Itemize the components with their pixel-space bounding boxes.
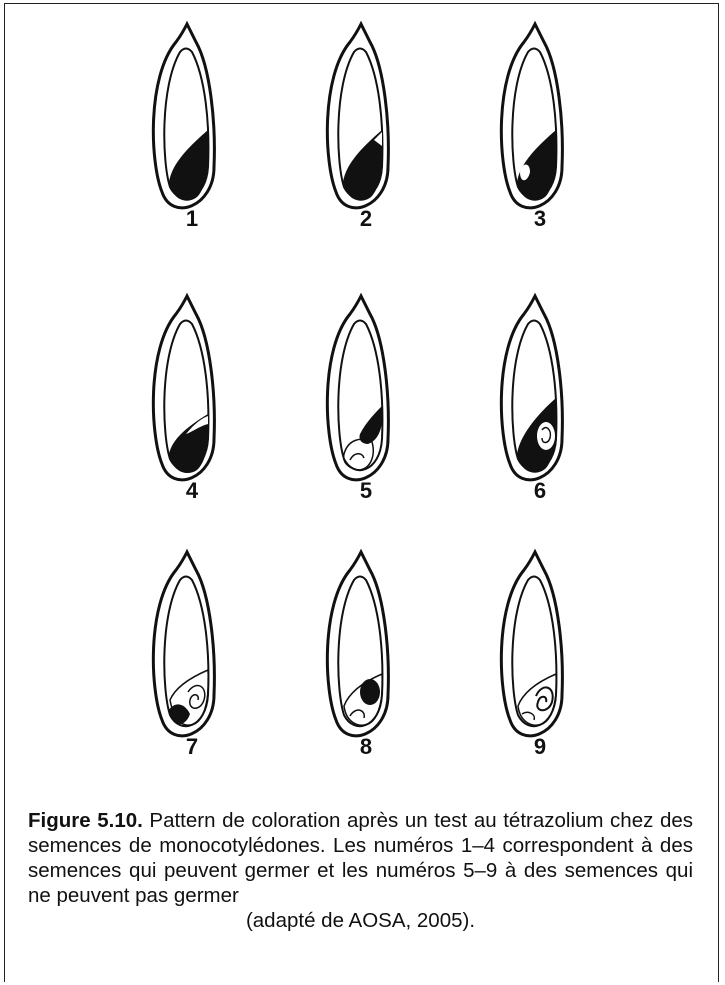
- seed-number-9: 9: [533, 734, 547, 759]
- seed-grid: 1 2 3 4: [102, 12, 630, 790]
- seed-cell-1: 1: [102, 12, 282, 262]
- seed-illustration-1: [151, 20, 216, 210]
- seed-cell-6: 6: [450, 284, 630, 534]
- seed-cell-2: 2: [276, 12, 456, 262]
- seed-cell-8: 8: [276, 540, 456, 790]
- seed-illustration-9: [499, 548, 564, 738]
- seed-cell-4: 4: [102, 284, 282, 534]
- seed-illustration-5: [325, 292, 390, 482]
- seed-number-2: 2: [359, 206, 373, 231]
- seed-illustration-8: [325, 548, 390, 738]
- figure-caption-text: Pattern de coloration après un test au t…: [28, 809, 693, 907]
- seed-number-3: 3: [533, 206, 547, 231]
- figure-frame: [4, 3, 719, 983]
- seed-number-8: 8: [359, 734, 373, 759]
- figure-caption: Figure 5.10. Pattern de coloration après…: [28, 808, 693, 933]
- seed-illustration-2: [325, 20, 390, 210]
- seed-number-7: 7: [185, 734, 199, 759]
- seed-number-5: 5: [359, 478, 373, 503]
- seed-cell-9: 9: [450, 540, 630, 790]
- seed-illustration-6: [499, 292, 564, 482]
- seed-illustration-7: [151, 548, 216, 738]
- seed-number-1: 1: [185, 206, 199, 231]
- seed-cell-5: 5: [276, 284, 456, 534]
- figure-caption-source: (adapté de AOSA, 2005).: [245, 909, 476, 932]
- figure-label: Figure 5.10.: [28, 809, 143, 832]
- seed-cell-7: 7: [102, 540, 282, 790]
- seed-illustration-3: [499, 20, 564, 210]
- seed-cell-3: 3: [450, 12, 630, 262]
- seed-number-4: 4: [185, 478, 199, 503]
- seed-illustration-4: [151, 292, 216, 482]
- seed-number-6: 6: [533, 478, 547, 503]
